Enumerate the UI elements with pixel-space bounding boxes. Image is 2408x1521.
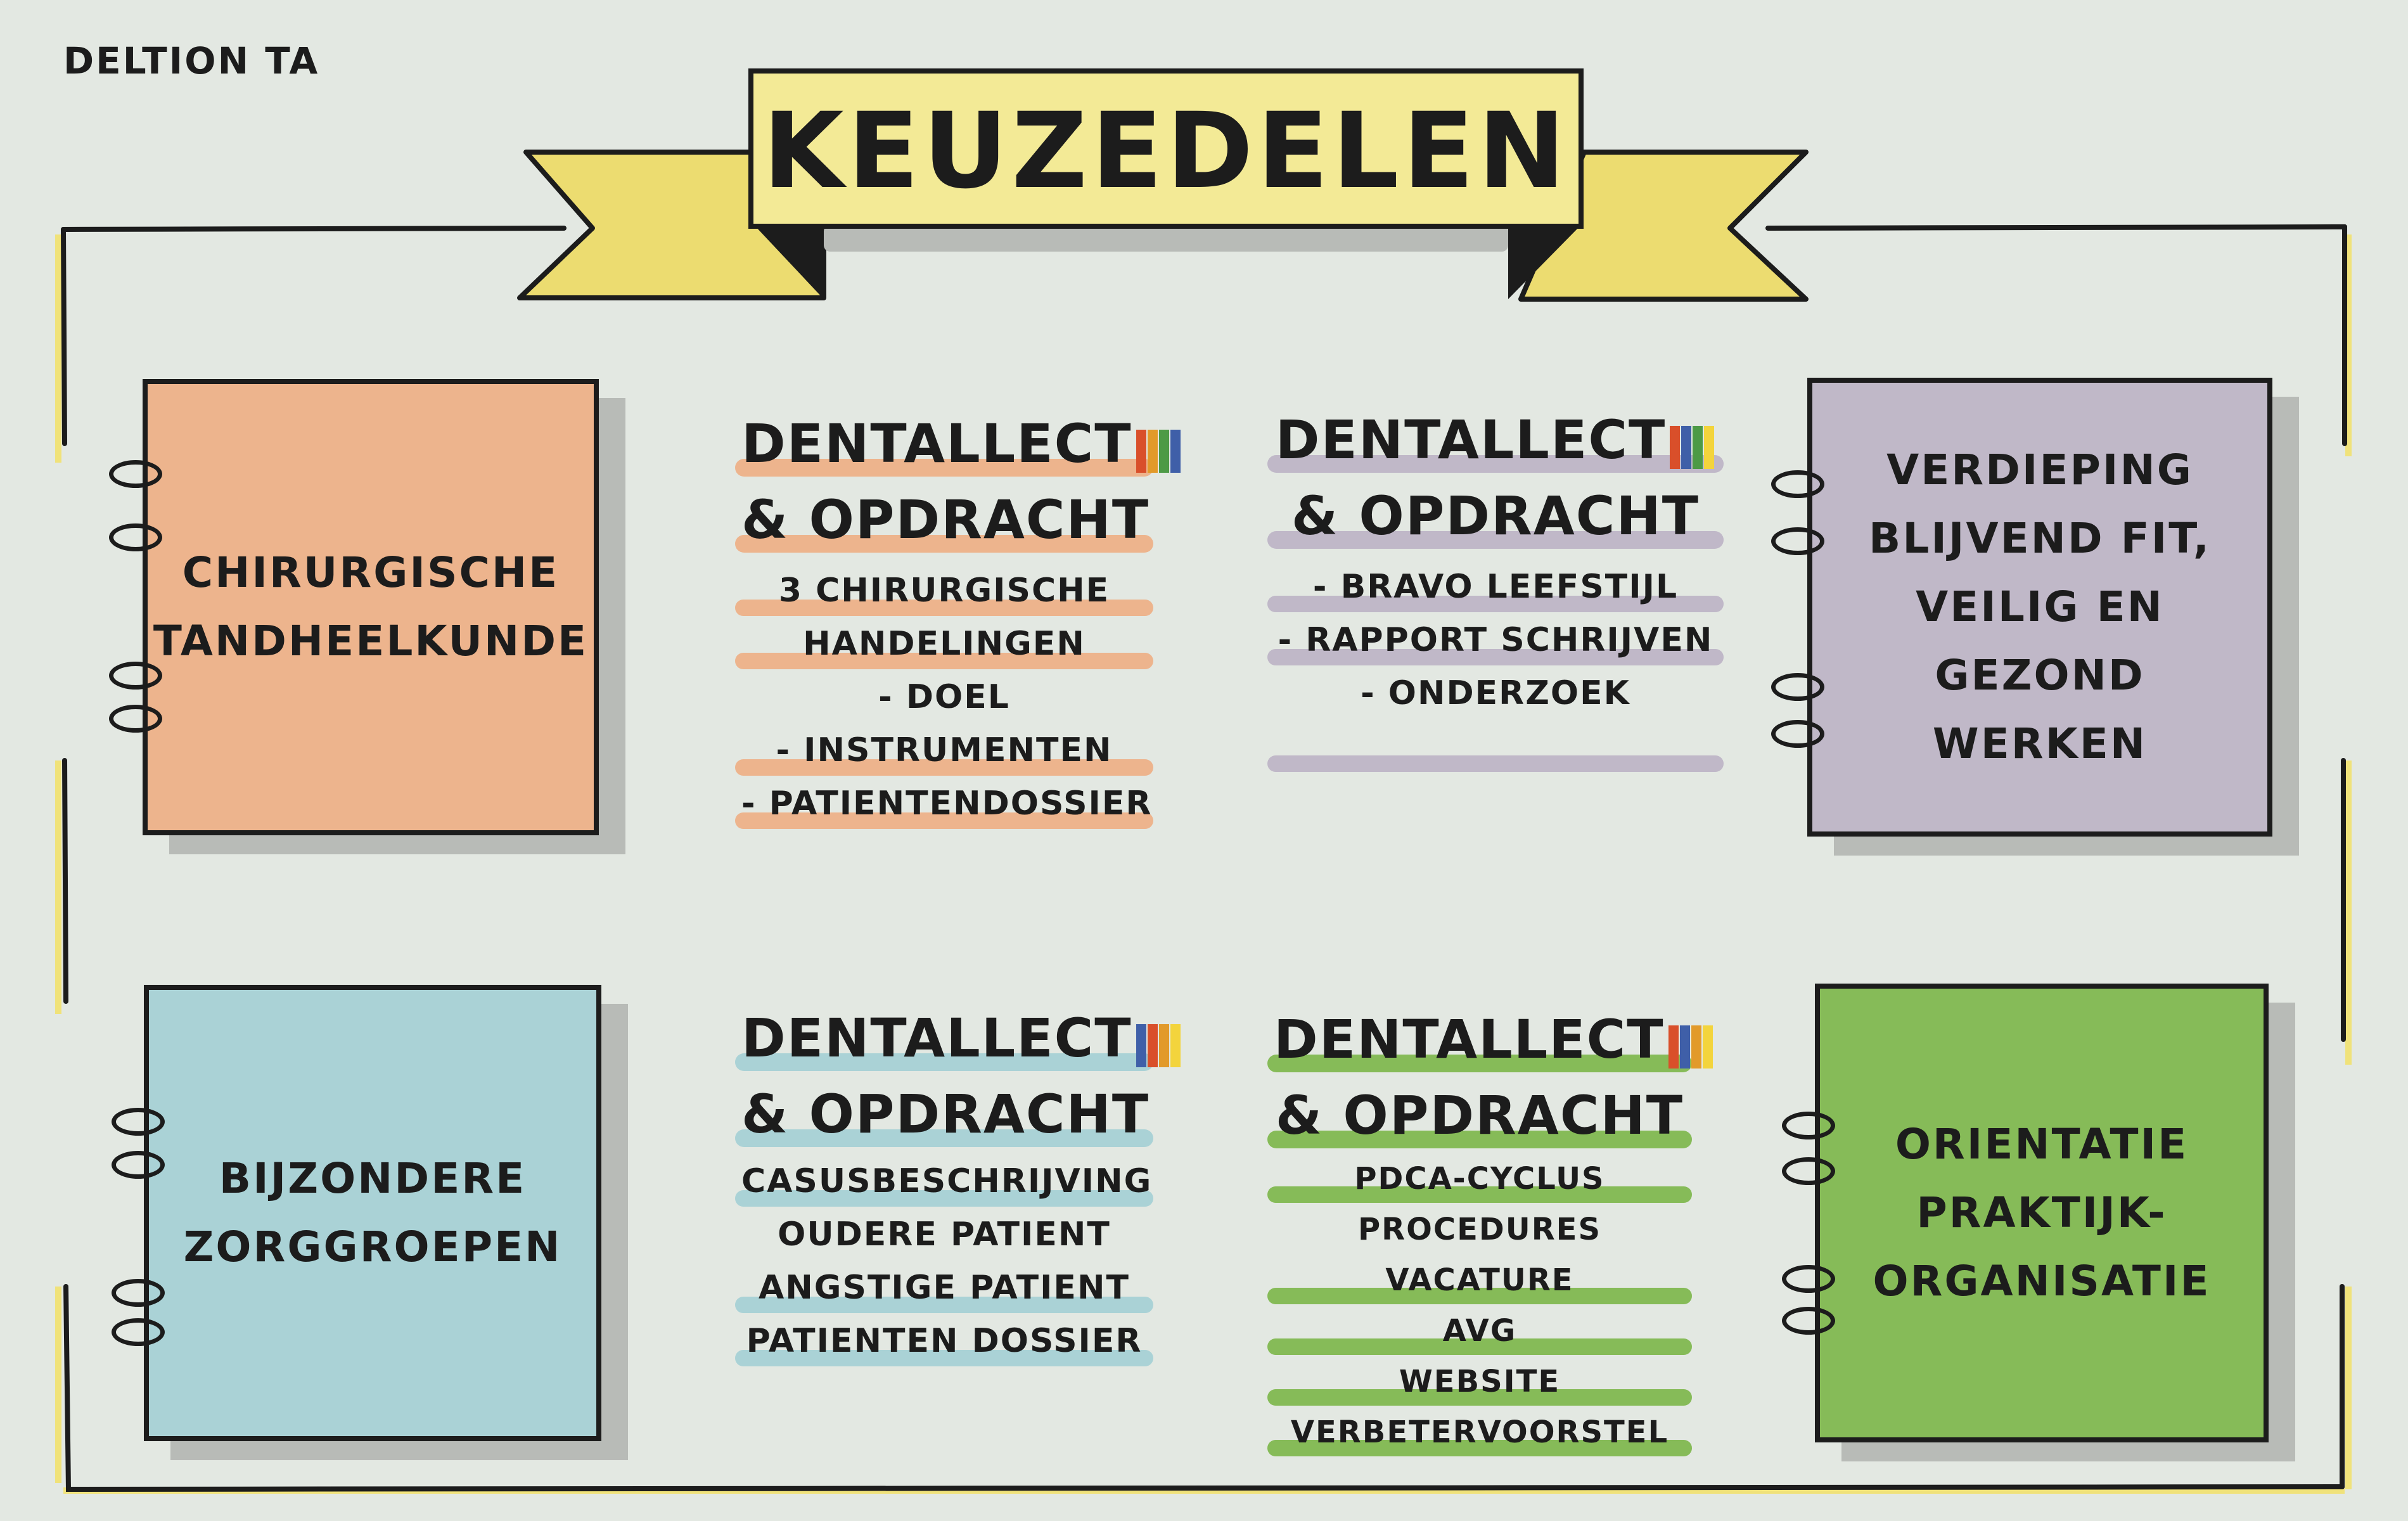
ring: [1782, 1157, 1835, 1185]
frame-black-border: [61, 224, 2347, 1492]
ring: [109, 523, 162, 551]
dentallect-label: DENTALLECT: [1274, 1008, 1665, 1070]
list-item: HANDELINGEN: [735, 617, 1153, 671]
card-subheading: & OPDRACHT: [735, 1076, 1153, 1152]
list-item: 3 CHIRURGISCHE: [735, 564, 1153, 617]
list-item: PATIENTEN DOSSIER: [735, 1314, 1153, 1368]
color-stripes: [1670, 406, 1715, 482]
list-item: [1267, 720, 1724, 773]
list-item: - INSTRUMENTEN: [735, 724, 1153, 777]
color-stripes: [1136, 1004, 1182, 1080]
color-stripes: [1668, 1005, 1714, 1081]
card-heading: DENTALLECT: [735, 1000, 1181, 1076]
notebook-label: VERDIEPING BLIJVEND FIT, VEILIG EN GEZON…: [1869, 446, 2211, 768]
dentallect-label: DENTALLECT: [741, 1007, 1132, 1069]
page-title: KEUZEDELEN: [762, 90, 1570, 212]
color-stripes: [1136, 409, 1182, 485]
list-item: - ONDERZOEK: [1361, 674, 1630, 712]
banner-shadow: [824, 225, 1508, 252]
card-heading: DENTALLECT: [1267, 1001, 1713, 1077]
card-subheading: & OPDRACHT: [1267, 1077, 1692, 1153]
org-label: DELTION TA: [63, 39, 320, 82]
notebook-orientatie: ORIENTATIE PRAKTIJK- ORGANISATIE: [1815, 984, 2269, 1442]
ring: [109, 705, 162, 733]
ring: [1782, 1265, 1835, 1293]
banner-main: [748, 68, 1584, 229]
ring: [112, 1318, 165, 1346]
ring: [1782, 1307, 1835, 1335]
ring: [109, 460, 162, 488]
list-item: PROCEDURES: [1357, 1212, 1602, 1247]
card-verdieping: DENTALLECT & OPDRACHT - BRAVO LEEFSTIJL …: [1267, 402, 1724, 773]
notebook-label: ORIENTATIE PRAKTIJK- ORGANISATIE: [1873, 1120, 2211, 1306]
notebook-zorggroepen: BIJZONDERE ZORGGROEPEN: [144, 985, 601, 1441]
list-item: - DOEL: [878, 678, 1010, 716]
ring: [112, 1279, 165, 1307]
banner-left-fold: [754, 225, 824, 299]
card-heading: DENTALLECT: [1267, 402, 1724, 478]
ring: [1771, 673, 1824, 701]
list-item: WEBSITE: [1267, 1356, 1692, 1407]
list-item: PDCA-CYCLUS: [1267, 1153, 1692, 1204]
ring: [112, 1108, 165, 1136]
dentallect-label: DENTALLECT: [741, 413, 1132, 475]
notebook-label: BIJZONDERE ZORGGROEPEN: [183, 1154, 562, 1271]
list-item: AVG: [1267, 1306, 1692, 1356]
list-item: CASUSBESCHRIJVING: [735, 1155, 1153, 1208]
ring: [1782, 1112, 1835, 1139]
notebook-chirurgisch: CHIRURGISCHE TANDHEELKUNDE: [143, 379, 599, 835]
list-item: - RAPPORT SCHRIJVEN: [1267, 613, 1724, 667]
notebook-label: CHIRURGISCHE TANDHEELKUNDE: [153, 548, 589, 665]
card-zorggroepen: DENTALLECT & OPDRACHT CASUSBESCHRIJVING …: [735, 1000, 1181, 1368]
ring: [112, 1151, 165, 1179]
ring: [1771, 720, 1824, 748]
card-chirurgisch: DENTALLECT & OPDRACHT 3 CHIRURGISCHE HAN…: [735, 406, 1181, 830]
dentallect-label: DENTALLECT: [1275, 409, 1667, 471]
card-subheading: & OPDRACHT: [1267, 478, 1724, 554]
notebook-verdieping: VERDIEPING BLIJVEND FIT, VEILIG EN GEZON…: [1807, 378, 2272, 837]
card-subheading: & OPDRACHT: [735, 482, 1153, 558]
ring: [1771, 527, 1824, 555]
list-item: VACATURE: [1267, 1255, 1692, 1306]
card-heading: DENTALLECT: [735, 406, 1181, 482]
list-item: - PATIENTENDOSSIER: [735, 777, 1153, 830]
list-item: VERBETERVOORSTEL: [1267, 1407, 1692, 1458]
card-orientatie: DENTALLECT & OPDRACHT PDCA-CYCLUS PROCED…: [1267, 1001, 1713, 1458]
list-item: OUDERE PATIENT: [778, 1216, 1111, 1254]
list-item: - BRAVO LEEFSTIJL: [1267, 560, 1724, 613]
ring: [109, 662, 162, 690]
banner-right-fold: [1508, 225, 1581, 299]
list-item: ANGSTIGE PATIENT: [735, 1261, 1153, 1314]
ring: [1771, 470, 1824, 498]
